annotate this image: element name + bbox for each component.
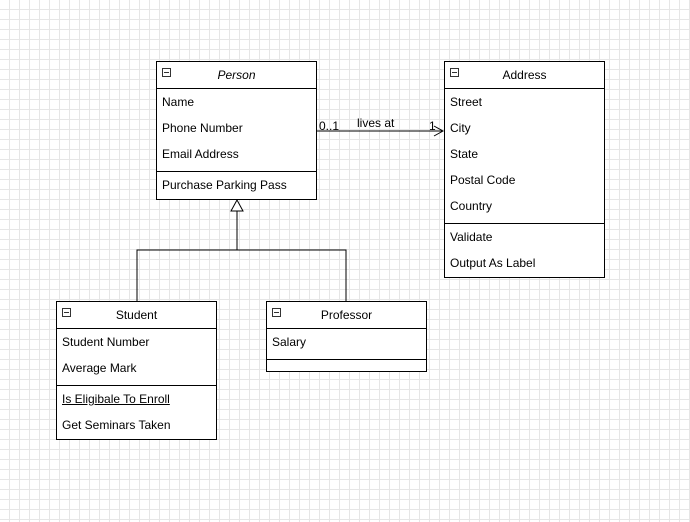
operations-section: Is Eligibale To Enroll Get Seminars Take… [57,385,216,438]
operations-section: Validate Output As Label [445,223,604,276]
class-name: Student [115,308,158,322]
source-multiplicity: 0..1 [319,119,340,133]
association-label: lives at [357,116,395,130]
empty-operations [267,360,426,368]
attribute-row[interactable]: Salary [272,335,307,349]
attribute-row[interactable]: City [450,121,471,135]
attribute-row[interactable]: Average Mark [62,361,137,375]
collapse-icon[interactable] [450,68,459,77]
class-student[interactable]: Student Student Number Average Mark Is E… [56,301,217,440]
generalization-edge-student[interactable] [136,211,238,301]
collapse-icon[interactable] [272,308,281,317]
class-address-header: Address [445,62,604,89]
operation-row[interactable]: Validate [450,230,493,244]
class-professor-header: Professor [267,302,426,329]
operation-row-static[interactable]: Is Eligibale To Enroll [57,386,216,412]
class-professor[interactable]: Professor Salary [266,301,427,372]
target-multiplicity: 1 [429,119,436,133]
attribute-row[interactable]: Country [450,199,493,213]
attribute-row[interactable]: Name [162,95,195,109]
attributes-section: Student Number Average Mark [57,329,216,385]
class-student-header: Student [57,302,216,329]
attribute-row[interactable]: Phone Number [162,121,243,135]
class-name: Professor [320,308,373,322]
generalization-arrowhead [230,198,244,212]
attributes-section: Street City State Postal Code Country [445,89,604,223]
attribute-row[interactable]: Student Number [62,335,150,349]
class-person-header: Person [157,62,316,89]
association-arrowhead [433,125,445,137]
attribute-row[interactable]: Postal Code [450,173,516,187]
attribute-row[interactable]: Email Address [162,147,239,161]
attribute-row[interactable]: State [450,147,479,161]
collapse-icon[interactable] [62,308,71,317]
attributes-section: Name Phone Number Email Address [157,89,316,171]
generalization-edge-professor[interactable] [237,249,347,301]
class-address[interactable]: Address Street City State Postal Code Co… [444,61,605,278]
operation-row[interactable]: Get Seminars Taken [62,418,171,432]
operation-label: Is Eligibale To Enroll [62,392,170,406]
class-name: Address [502,68,547,82]
attribute-row[interactable]: Street [450,95,483,109]
operation-row[interactable]: Purchase Parking Pass [162,178,287,192]
class-person[interactable]: Person Name Phone Number Email Address P… [156,61,317,200]
operations-section [267,359,426,368]
operation-row[interactable]: Output As Label [450,256,536,270]
attributes-section: Salary [267,329,426,359]
operations-section: Purchase Parking Pass [157,171,316,198]
collapse-icon[interactable] [162,68,171,77]
class-name: Person [217,68,256,82]
